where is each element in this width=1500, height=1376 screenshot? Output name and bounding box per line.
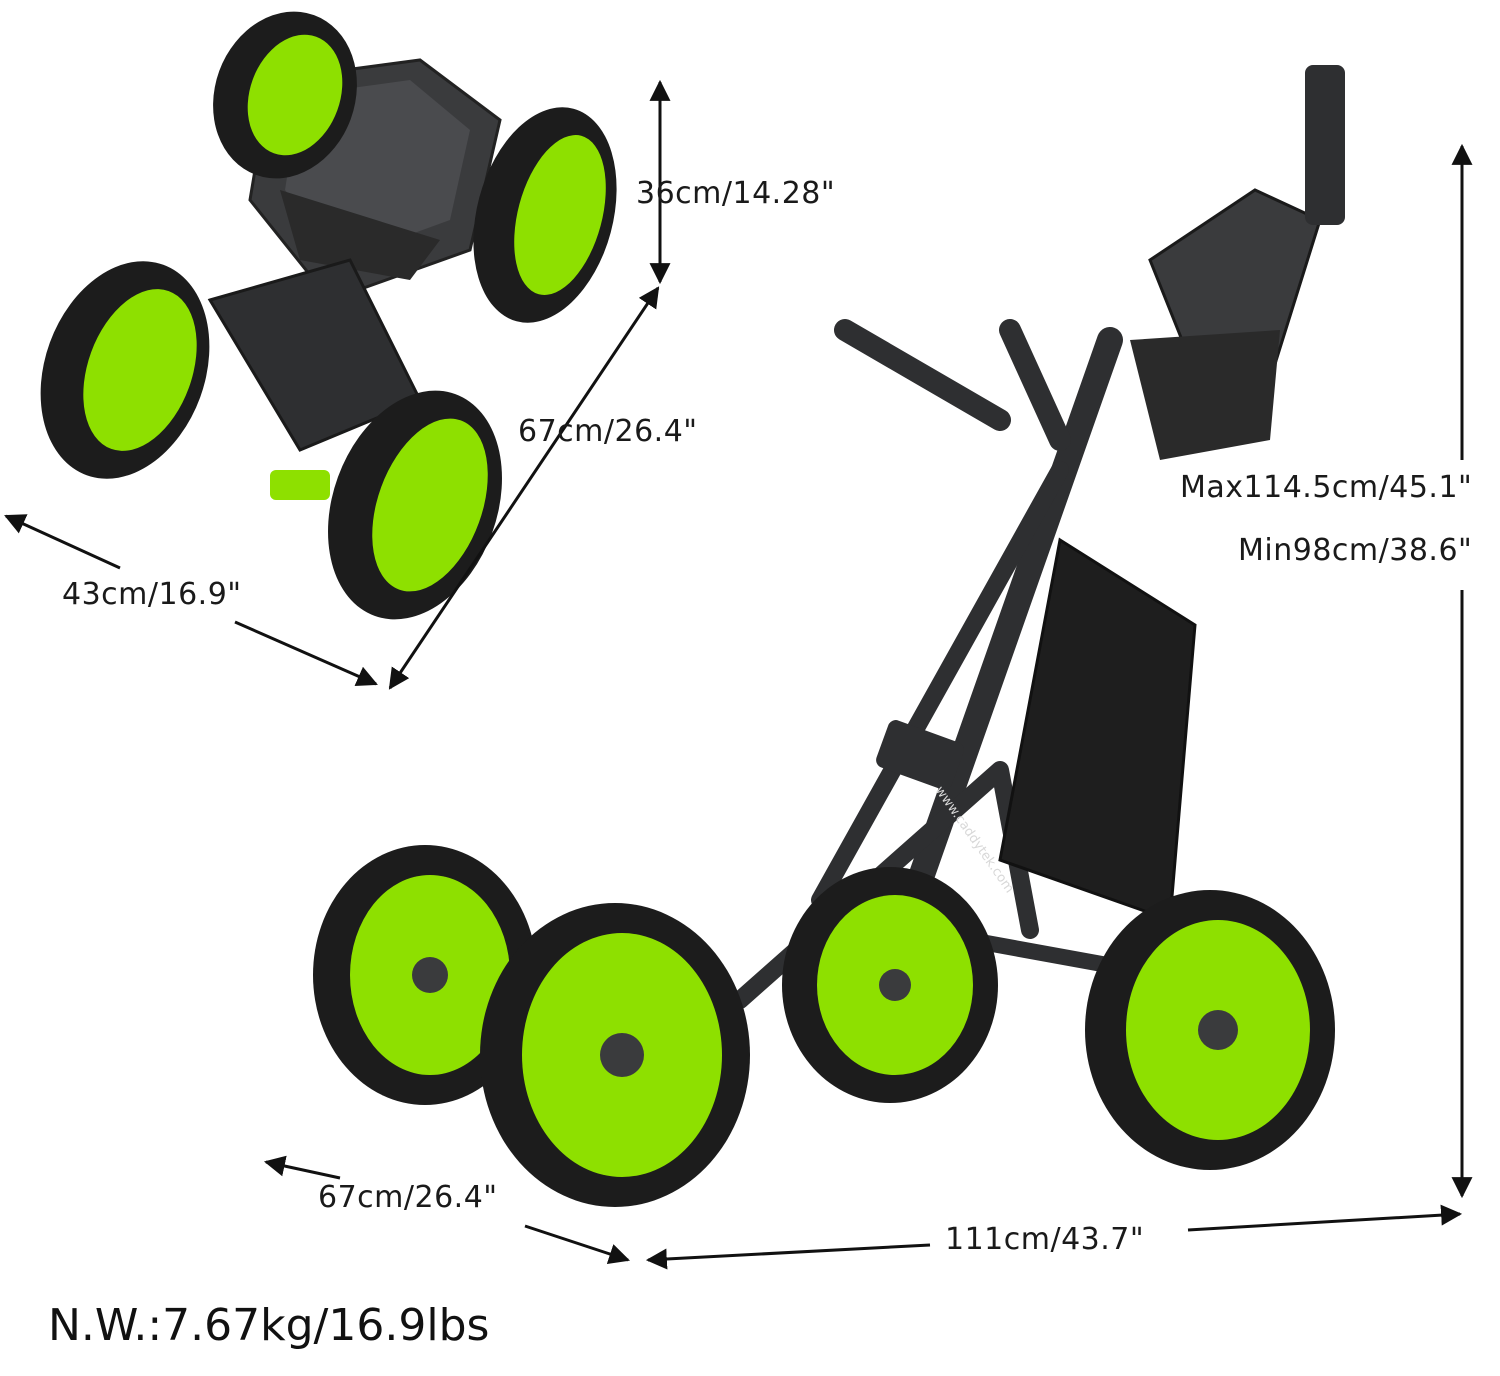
folded-length-label: 67cm/26.4" (518, 414, 698, 449)
arrow-open-length-right (1187, 1204, 1463, 1232)
arrow-open-width-lower (524, 1224, 630, 1265)
max-height-label: Max114.5cm/45.1" (1180, 470, 1473, 505)
min-height-label: Min98cm/38.6" (1238, 533, 1473, 568)
arrow-open-length-left (645, 1243, 931, 1270)
dimension-arrows (4, 79, 1473, 1270)
arrow-folded-length (388, 286, 660, 690)
open-width-label: 67cm/26.4" (318, 1180, 498, 1215)
folded-cart (40, 11, 617, 620)
arrow-folded-width-upper (4, 514, 121, 570)
folded-width-label: 43cm/16.9" (62, 577, 242, 612)
open-cart (313, 65, 1345, 1207)
open-length-label: 111cm/43.7" (945, 1222, 1145, 1257)
arrow-folded-width-lower (234, 620, 378, 687)
arrow-open-width-upper (263, 1155, 341, 1180)
net-weight-label: N.W.:7.67kg/16.9lbs (48, 1300, 490, 1351)
folded-height-label: 36cm/14.28" (636, 176, 836, 211)
